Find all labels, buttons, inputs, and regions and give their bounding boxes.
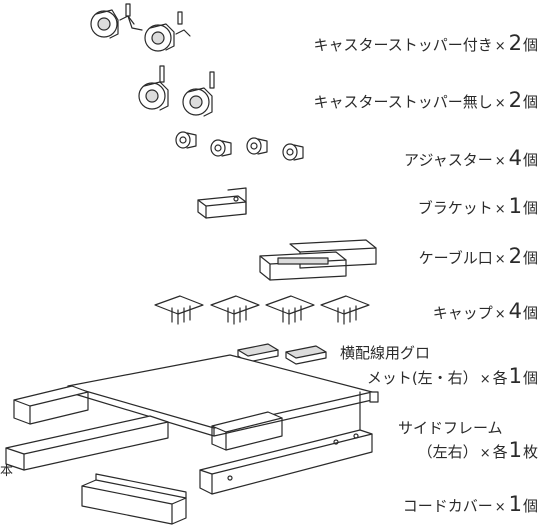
- unit: 個: [522, 199, 538, 217]
- times-sign: ×: [479, 446, 491, 461]
- side-frame-icon: [5, 354, 379, 495]
- label-side-frame-line2: （左右）×各1枚: [418, 440, 538, 464]
- times-sign: ×: [494, 500, 506, 515]
- label-text: ケーブル口: [418, 249, 493, 267]
- quantity: 4: [508, 146, 522, 170]
- unit: 個: [522, 304, 538, 322]
- label-cap: キャップ×4個: [433, 301, 538, 325]
- unit: 枚: [522, 443, 538, 461]
- label-side-frame-line1: サイドフレーム: [398, 418, 503, 438]
- quantity: 1: [508, 364, 522, 388]
- quantity: 2: [508, 31, 522, 55]
- times-sign: ×: [494, 96, 506, 111]
- times-sign: ×: [494, 39, 506, 54]
- label-cord-cover: コードカバー×1個: [403, 494, 538, 518]
- label-text: 横配線用グロ: [340, 344, 431, 362]
- times-sign: ×: [494, 202, 506, 217]
- edge-char: 本: [0, 464, 14, 479]
- label-text: キャップ: [432, 304, 493, 322]
- label-caster-no-stopper: キャスターストッパー無し×2個: [313, 90, 538, 114]
- quantity: 2: [508, 88, 522, 112]
- bracket-icon: [197, 187, 247, 219]
- label-text: （左右）: [417, 443, 478, 461]
- caster-without-stopper-icon: [138, 65, 215, 117]
- quantity: 1: [508, 492, 522, 516]
- label-text: メット(左・右）: [366, 369, 478, 387]
- quantity: 2: [508, 244, 522, 268]
- prefix: 各: [492, 369, 508, 387]
- label-text: キャスターストッパー無し: [313, 93, 493, 111]
- label-text: サイドフレーム: [398, 419, 503, 437]
- label-text: コードカバー: [402, 497, 493, 515]
- times-sign: ×: [494, 307, 506, 322]
- label-bracket: ブラケット×1個: [418, 196, 538, 220]
- grommet-icon: [237, 343, 327, 365]
- edge-text: 本: [0, 462, 13, 482]
- cable-port-icon: [259, 239, 377, 281]
- label-grommet-line1: 横配線用グロ: [340, 343, 430, 363]
- quantity: 1: [508, 438, 522, 462]
- adjuster-icon: [175, 131, 304, 161]
- label-text: アジャスター: [404, 151, 493, 169]
- label-caster-stopper: キャスターストッパー付き×2個: [313, 33, 538, 57]
- unit: 個: [522, 36, 538, 54]
- cord-cover-icon: [81, 473, 187, 525]
- times-sign: ×: [494, 252, 506, 267]
- unit: 個: [522, 497, 538, 515]
- caster-with-stopper-icon: [90, 3, 191, 52]
- label-text: キャスターストッパー付き: [313, 36, 493, 54]
- quantity: 1: [508, 194, 522, 218]
- label-cable-port: ケーブル口×2個: [419, 246, 538, 270]
- quantity: 4: [508, 299, 522, 323]
- unit: 個: [522, 369, 538, 387]
- times-sign: ×: [479, 372, 491, 387]
- cap-icon: [154, 295, 370, 325]
- label-adjuster: アジャスター×4個: [404, 148, 538, 172]
- prefix: 各: [492, 443, 508, 461]
- unit: 個: [522, 93, 538, 111]
- unit: 個: [522, 151, 538, 169]
- unit: 個: [522, 249, 538, 267]
- times-sign: ×: [494, 154, 506, 169]
- label-text: ブラケット: [417, 199, 493, 217]
- label-grommet-line2: メット(左・右）×各1個: [367, 366, 538, 390]
